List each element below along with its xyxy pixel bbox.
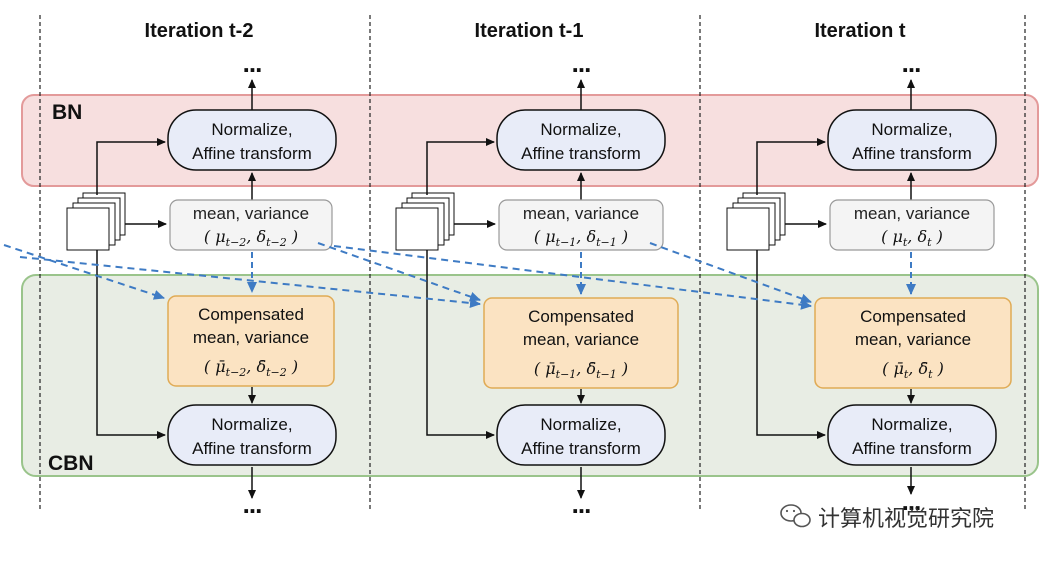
cbn-label: CBN bbox=[48, 452, 94, 475]
bottom-ellipsis: ... bbox=[902, 486, 921, 516]
feature-map-icon bbox=[66, 192, 126, 251]
column-header: Iteration t bbox=[814, 20, 905, 42]
dashed-arrow-prev-to-comp-t-1 bbox=[19, 256, 481, 308]
cbn-normalize-box bbox=[167, 404, 337, 466]
compensated-line1: Compensated bbox=[860, 307, 966, 326]
top-ellipsis: ... bbox=[902, 48, 921, 78]
bn-normalize-line2: Affine transform bbox=[521, 144, 641, 163]
stats-vars: ( μt, δt ) bbox=[881, 227, 943, 249]
arrow-features-to-cbn-normalize bbox=[96, 250, 166, 439]
bn-normalize-line1: Normalize, bbox=[211, 120, 292, 139]
column-header: Iteration t-1 bbox=[475, 20, 584, 42]
compensated-box bbox=[167, 295, 335, 387]
top-ellipsis: ... bbox=[243, 48, 262, 78]
feature-map-icon bbox=[395, 192, 455, 251]
compensated-line2: mean, variance bbox=[855, 330, 971, 349]
compensated-line1: Compensated bbox=[198, 305, 304, 324]
arrow-features-to-cbn-normalize bbox=[756, 250, 826, 439]
bottom-ellipsis: ... bbox=[243, 489, 262, 519]
feature-map-layer bbox=[66, 207, 110, 251]
compensated-line2: mean, variance bbox=[523, 330, 639, 349]
dashed-arrow-stats-t-2-to-comp-t bbox=[333, 245, 812, 310]
feature-map-layer bbox=[395, 207, 439, 251]
cbn-normalize-box bbox=[496, 404, 666, 466]
cbn-normalize-line1: Normalize, bbox=[211, 415, 292, 434]
cbn-normalize-box bbox=[827, 404, 997, 466]
dashed-arrow-stats-t-2-to-comp-t-1 bbox=[317, 242, 481, 302]
bn-normalize-line2: Affine transform bbox=[852, 144, 972, 163]
stats-box bbox=[498, 199, 664, 251]
column-iteration-t-2: Iteration t-2 ... Normalize, Affine tran… bbox=[66, 20, 337, 519]
column-iteration-t-1: Iteration t-1 ... Normalize, Affine tran… bbox=[395, 20, 679, 519]
feature-map-icon bbox=[726, 192, 786, 251]
stats-box bbox=[169, 199, 333, 251]
arrow-features-to-bn-normalize bbox=[426, 138, 495, 195]
cbn-normalize-line1: Normalize, bbox=[871, 415, 952, 434]
stats-label: mean, variance bbox=[193, 204, 309, 223]
cbn-normalize-line2: Affine transform bbox=[852, 439, 972, 458]
wechat-eye bbox=[792, 509, 796, 513]
dashed-arrow-prev-to-comp-t-2 bbox=[3, 244, 165, 300]
bottom-ellipsis: ... bbox=[572, 489, 591, 519]
compensated-box bbox=[814, 297, 1012, 389]
stats-label: mean, variance bbox=[523, 204, 639, 223]
compensated-line2: mean, variance bbox=[193, 328, 309, 347]
bn-normalize-line1: Normalize, bbox=[540, 120, 621, 139]
cbn-normalize-line2: Affine transform bbox=[521, 439, 641, 458]
stats-label: mean, variance bbox=[854, 204, 970, 223]
arrow-features-to-cbn-normalize bbox=[426, 250, 495, 439]
watermark-text: 计算机视觉研究院 bbox=[818, 506, 994, 531]
compensated-box bbox=[483, 297, 679, 389]
compensated-line1: Compensated bbox=[528, 307, 634, 326]
bn-normalize-box bbox=[827, 109, 997, 171]
cbn-normalize-line1: Normalize, bbox=[540, 415, 621, 434]
bn-normalize-box bbox=[496, 109, 666, 171]
arrow-features-to-bn-normalize bbox=[756, 138, 826, 195]
column-iteration-t: Iteration t ... Normalize, Affine transf… bbox=[726, 20, 1012, 516]
cbn-normalize-line2: Affine transform bbox=[192, 439, 312, 458]
bn-label: BN bbox=[52, 101, 82, 124]
bn-normalize-box bbox=[167, 109, 337, 171]
dashed-arrow-stats-t-1-to-comp-t bbox=[649, 242, 812, 304]
top-ellipsis: ... bbox=[572, 48, 591, 78]
stats-box bbox=[829, 199, 995, 251]
bn-normalize-line2: Affine transform bbox=[192, 144, 312, 163]
arrow-features-to-bn-normalize bbox=[96, 138, 166, 195]
feature-map-layer bbox=[726, 207, 770, 251]
wechat-bubble-small bbox=[793, 512, 811, 528]
column-header: Iteration t-2 bbox=[145, 20, 254, 42]
compensated-vars: ( μ̄t, δ̄t ) bbox=[882, 359, 944, 381]
watermark: 计算机视觉研究院 bbox=[780, 504, 994, 531]
column-separators bbox=[39, 15, 1026, 510]
wechat-icon bbox=[780, 504, 811, 528]
cross-iteration-arrows bbox=[3, 242, 812, 310]
wechat-eye bbox=[785, 509, 789, 513]
bn-normalize-line1: Normalize, bbox=[871, 120, 952, 139]
